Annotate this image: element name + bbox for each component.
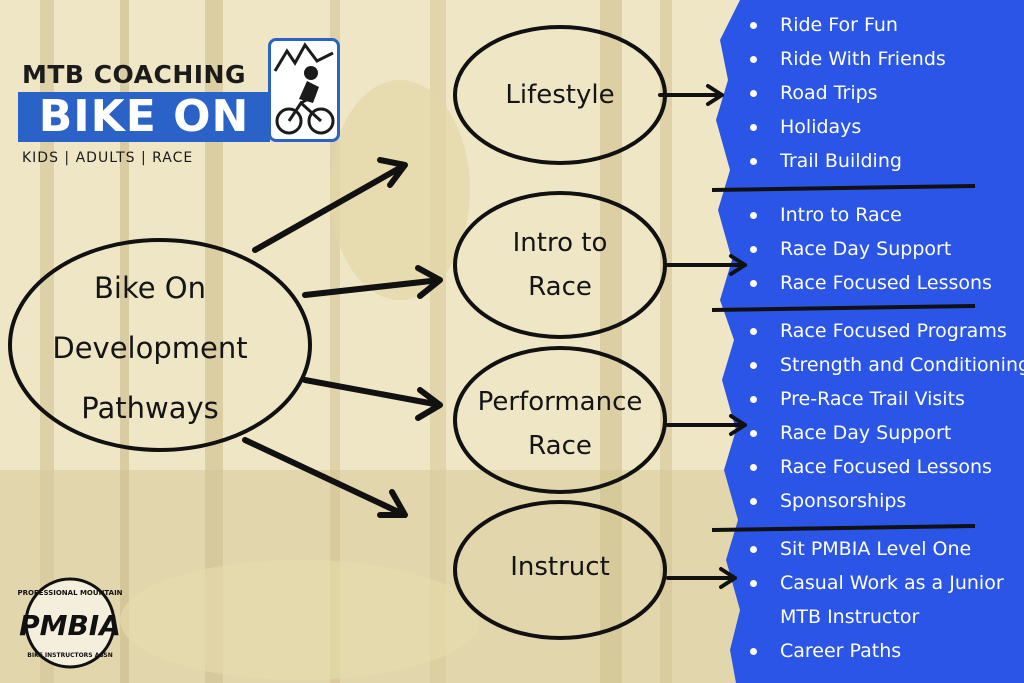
arrow-to-lifestyle bbox=[252, 157, 408, 253]
pathway-performance-line-1: Performance bbox=[477, 387, 643, 417]
arrow-to-intro-race bbox=[302, 265, 443, 299]
pathway-label-intro-race: Intro to Race bbox=[470, 221, 650, 309]
list-item: Race Focused Lessons bbox=[740, 266, 992, 300]
logo-line-1: MTB COACHING bbox=[22, 60, 246, 89]
performance-race-circle bbox=[453, 346, 667, 494]
pmbia-bottom-text: BIKE INSTRUCTORS ASSN bbox=[27, 652, 112, 659]
list-item: Ride For Fun bbox=[740, 8, 946, 42]
list-item: Holidays bbox=[740, 110, 946, 144]
intro-race-list: Intro to Race Race Day Support Race Focu… bbox=[740, 198, 992, 300]
list-item: Pre-Race Trail Visits bbox=[740, 382, 1024, 416]
mtb-coaching-logo: MTB COACHING BIKE ON KIDS | ADULTS | RAC… bbox=[18, 38, 340, 178]
pathway-label-lifestyle: Lifestyle bbox=[470, 73, 650, 117]
pathway-intro-line-1: Intro to bbox=[512, 228, 608, 258]
rider-logo-icon bbox=[268, 38, 340, 142]
intro-race-circle bbox=[453, 191, 667, 339]
list-item: Road Trips bbox=[740, 76, 946, 110]
list-item: Race Day Support bbox=[740, 232, 992, 266]
list-item-continuation: MTB Instructor bbox=[740, 600, 1004, 634]
list-item: Sit PMBIA Level One bbox=[740, 532, 1004, 566]
pathway-label-performance-race: Performance Race bbox=[470, 380, 650, 468]
pathway-lifestyle-line-1: Lifestyle bbox=[505, 80, 615, 110]
blue-list-panel bbox=[711, 0, 1024, 683]
pmbia-badge-logo: PROFESSIONAL MOUNTAIN PMBIA BIKE INSTRUC… bbox=[12, 575, 132, 675]
pathway-label-instruct: Instruct bbox=[470, 545, 650, 589]
performance-race-list: Race Focused Programs Strength and Condi… bbox=[740, 314, 1024, 518]
logo-tagline: KIDS | ADULTS | RACE bbox=[22, 150, 194, 166]
hub-circle bbox=[8, 238, 312, 452]
arrow-intro-list bbox=[666, 254, 747, 276]
pmbia-main-text: PMBIA bbox=[19, 609, 121, 642]
arrow-instruct-list bbox=[666, 567, 737, 589]
hub-line-2: Development bbox=[52, 331, 248, 365]
instruct-circle bbox=[453, 500, 667, 640]
hub-line-1: Bike On bbox=[94, 271, 206, 305]
list-item: Casual Work as a Junior bbox=[740, 566, 1004, 600]
pmbia-top-text: PROFESSIONAL MOUNTAIN bbox=[17, 589, 122, 597]
logo-line-2: BIKE ON bbox=[18, 92, 270, 142]
list-item: Sponsorships bbox=[740, 484, 1024, 518]
list-item: Ride With Friends bbox=[740, 42, 946, 76]
list-item: Race Day Support bbox=[740, 416, 1024, 450]
arrow-performance-list bbox=[666, 414, 747, 436]
list-item: Career Paths bbox=[740, 634, 1004, 668]
arrow-to-instruct bbox=[242, 437, 408, 518]
list-item: Strength and Conditioning bbox=[740, 348, 1024, 382]
list-item: Race Focused Lessons bbox=[740, 450, 1024, 484]
list-item: Race Focused Programs bbox=[740, 314, 1024, 348]
lifestyle-list: Ride For Fun Ride With Friends Road Trip… bbox=[740, 8, 946, 178]
arrow-lifestyle-list bbox=[658, 84, 724, 106]
list-item-continuation-text: MTB Instructor bbox=[780, 606, 920, 628]
pathway-instruct-line-1: Instruct bbox=[510, 552, 610, 582]
hub-line-3: Pathways bbox=[81, 391, 219, 425]
pathway-intro-line-2: Race bbox=[528, 272, 592, 302]
instruct-list: Sit PMBIA Level One Casual Work as a Jun… bbox=[740, 532, 1004, 668]
arrow-to-performance bbox=[302, 377, 443, 421]
hub-label: Bike On Development Pathways bbox=[40, 258, 260, 438]
pathway-performance-line-2: Race bbox=[528, 431, 592, 461]
list-item: Trail Building bbox=[740, 144, 946, 178]
list-item: Intro to Race bbox=[740, 198, 992, 232]
